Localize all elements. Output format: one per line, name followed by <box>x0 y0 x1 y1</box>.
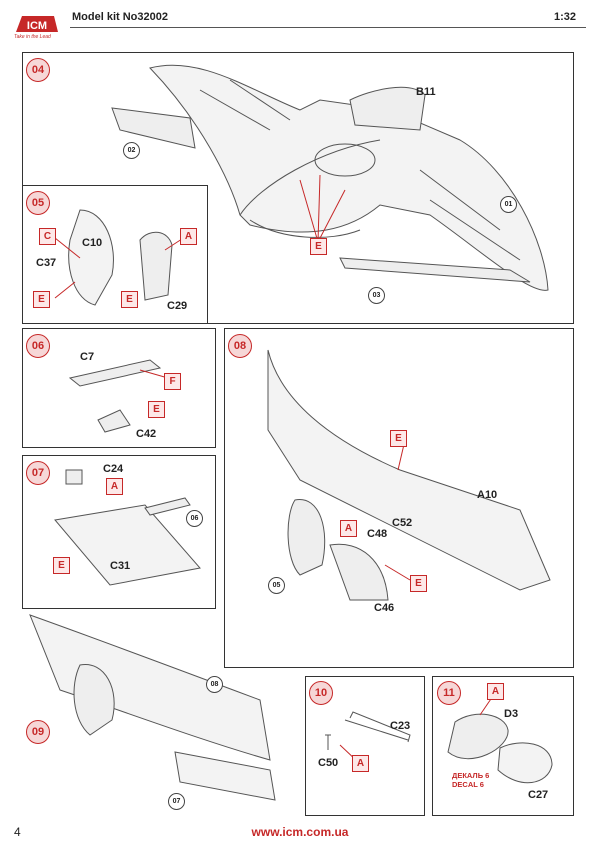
part-C29: C29 <box>167 300 188 312</box>
color-tag-E: E <box>33 291 50 308</box>
model-number: Model kit No32002 <box>72 11 168 23</box>
part-B11: B11 <box>416 86 436 98</box>
part-D3: D3 <box>504 708 519 720</box>
icm-logo: ICM Take in the Lead <box>14 10 60 42</box>
step-11-number: 11 <box>437 681 461 705</box>
part-C27: C27 <box>528 789 549 801</box>
step-05-number: 05 <box>26 191 50 215</box>
color-tag-A: A <box>106 478 123 495</box>
step-05-panel <box>22 185 208 324</box>
part-C10: C10 <box>82 237 103 249</box>
subassembly-07-ref: 07 <box>168 793 185 810</box>
subassembly-01-ref: 01 <box>500 196 517 213</box>
step-04-number: 04 <box>26 58 50 82</box>
color-tag-E: E <box>53 557 70 574</box>
brand-tagline: Take in the Lead <box>14 34 51 40</box>
color-tag-F: F <box>164 373 181 390</box>
part-C52: C52 <box>392 517 413 529</box>
step-09-number: 09 <box>26 720 50 744</box>
subassembly-06-ref: 06 <box>186 510 203 527</box>
subassembly-03-ref: 03 <box>368 287 385 304</box>
subassembly-02-ref: 02 <box>123 142 140 159</box>
part-C46: C46 <box>374 602 395 614</box>
color-tag-E: E <box>310 238 327 255</box>
part-C24: C24 <box>103 463 124 475</box>
color-tag-E: E <box>390 430 407 447</box>
decal-6-label-ru: ДЕКАЛЬ 6 <box>452 771 490 780</box>
step-10-number: 10 <box>309 681 333 705</box>
subassembly-05-ref: 05 <box>268 577 285 594</box>
color-tag-E: E <box>410 575 427 592</box>
part-C31: C31 <box>110 560 131 572</box>
subassembly-08-ref: 08 <box>206 676 223 693</box>
website-link[interactable]: www.icm.com.ua <box>251 825 349 839</box>
brand-text: ICM <box>27 20 47 32</box>
kit-scale: 1:32 <box>553 11 576 23</box>
part-C7: C7 <box>80 351 95 363</box>
header-divider <box>70 27 586 28</box>
color-tag-E: E <box>148 401 165 418</box>
part-C50: C50 <box>318 757 339 769</box>
color-tag-A: A <box>352 755 369 772</box>
color-tag-E: E <box>121 291 138 308</box>
part-C42: C42 <box>136 428 157 440</box>
page-number: 4 <box>14 825 21 839</box>
color-tag-A: A <box>180 228 197 245</box>
step-06-number: 06 <box>26 334 50 358</box>
decal-6-label-en: DECAL 6 <box>452 780 484 789</box>
step-07-number: 07 <box>26 461 50 485</box>
part-C37: C37 <box>36 257 57 269</box>
color-tag-A: A <box>487 683 504 700</box>
part-A10: A10 <box>477 489 498 501</box>
step-08-number: 08 <box>228 334 252 358</box>
color-tag-C: C <box>39 228 56 245</box>
part-C48: C48 <box>367 528 388 540</box>
part-C23: C23 <box>390 720 411 732</box>
color-tag-A: A <box>340 520 357 537</box>
